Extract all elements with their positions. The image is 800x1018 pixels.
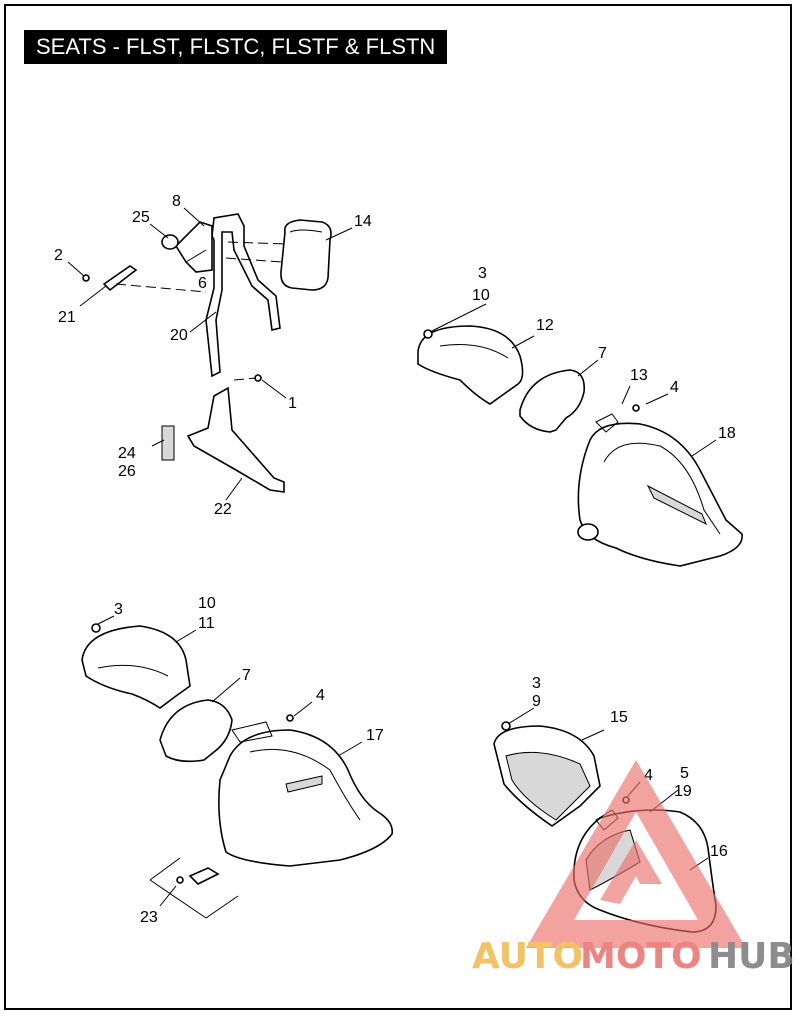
callout-11: 11 <box>198 615 215 632</box>
callout-23: 23 <box>140 909 158 926</box>
watermark-logo: AUTO MOTO HUB <box>472 760 795 977</box>
callout-1: 1 <box>288 395 297 412</box>
emblem <box>161 234 179 250</box>
seat-assembly-18 <box>417 325 743 567</box>
callout-13: 13 <box>630 367 648 384</box>
callout-7-middle: 7 <box>242 667 251 684</box>
callout-7-upper: 7 <box>598 345 607 362</box>
pad <box>161 425 175 461</box>
callout-19: 19 <box>674 783 692 800</box>
sissy-bar-assembly <box>82 213 332 493</box>
backrest-pad <box>280 219 332 291</box>
callout-4-middle: 4 <box>316 687 325 704</box>
callout-18: 18 <box>718 425 736 442</box>
watermark-triangle <box>526 760 746 948</box>
callout-10-upper: 10 <box>472 287 490 304</box>
callout-9: 9 <box>532 693 541 710</box>
strap <box>519 369 586 433</box>
callout-22: 22 <box>214 501 232 518</box>
callout-16: 16 <box>710 843 728 860</box>
passenger-pillion <box>417 325 524 405</box>
upright-bar <box>205 213 281 378</box>
watermark-text-hub: HUB <box>708 936 795 977</box>
callout-6: 6 <box>198 275 207 292</box>
watermark-text-auto: AUTO <box>472 936 583 977</box>
callout-12: 12 <box>536 317 554 334</box>
strap-7 <box>159 699 233 763</box>
screw <box>82 274 90 282</box>
callout-3-upper: 3 <box>478 265 487 282</box>
callout-15: 15 <box>610 709 628 726</box>
callout-4-lower: 4 <box>644 767 653 784</box>
pillion-11 <box>81 625 191 709</box>
callout-3-middle: 3 <box>114 601 123 618</box>
side-plate <box>186 386 285 493</box>
callout-14: 14 <box>354 213 372 230</box>
page-title: SEATS - FLST, FLSTC, FLSTF & FLSTN <box>24 30 448 64</box>
callout-8: 8 <box>172 193 181 210</box>
callout-2: 2 <box>54 247 63 264</box>
callout-24: 24 <box>118 445 136 462</box>
callout-4-upper: 4 <box>670 379 679 396</box>
callout-25: 25 <box>132 209 150 226</box>
page-frame <box>4 4 792 1010</box>
watermark-text-moto: MOTO <box>580 936 702 977</box>
callout-17: 17 <box>366 727 384 744</box>
seat-17 <box>218 729 394 867</box>
callout-21: 21 <box>58 309 76 326</box>
nut-plate <box>102 265 138 292</box>
seat-assembly-17 <box>81 623 394 919</box>
callout-20: 20 <box>170 327 188 344</box>
bracket <box>174 221 213 273</box>
callout-26: 26 <box>118 463 136 480</box>
clip-23 <box>188 867 220 885</box>
callout-10-middle: 10 <box>198 595 216 612</box>
callout-3-lower: 3 <box>532 675 541 692</box>
callout-5: 5 <box>680 765 689 782</box>
callouts: 25 8 14 2 6 21 20 1 24 26 22 3 10 12 7 1… <box>54 193 736 926</box>
